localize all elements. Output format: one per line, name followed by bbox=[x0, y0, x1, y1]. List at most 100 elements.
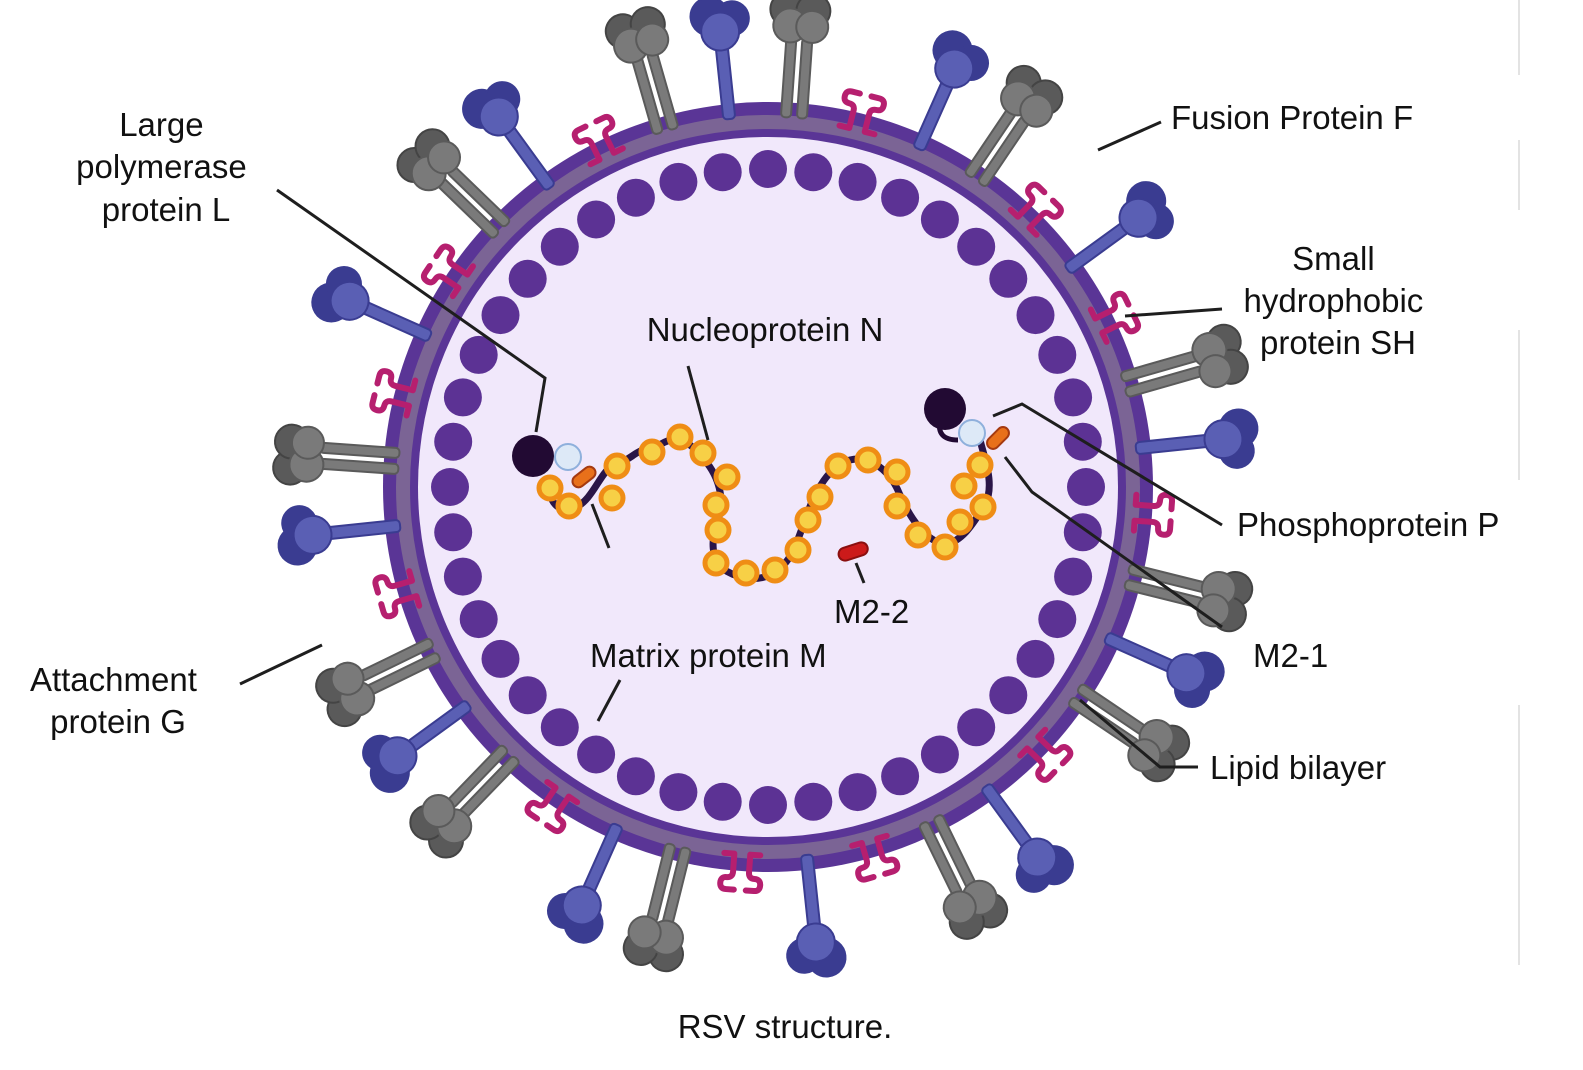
nucleoprotein-N-bead bbox=[806, 483, 834, 511]
fusion-protein-F bbox=[761, 0, 833, 121]
leader-nucleoprotein bbox=[686, 365, 710, 441]
nucleoprotein-N-bead bbox=[761, 556, 789, 584]
matrix-protein-dot bbox=[616, 757, 655, 796]
nucleoprotein-N-bead bbox=[950, 472, 978, 500]
matrix-protein-dot bbox=[794, 153, 833, 192]
label-matrix-protein: Matrix protein M bbox=[590, 637, 827, 674]
nucleoprotein-N-bead bbox=[794, 506, 822, 534]
label-phosphoprotein: Phosphoprotein P bbox=[1237, 506, 1499, 543]
matrix-protein-dot bbox=[838, 773, 877, 812]
nucleoprotein-N-bead bbox=[555, 492, 583, 520]
matrix-protein-dot bbox=[1054, 557, 1093, 596]
leader-fusion-protein bbox=[1097, 120, 1162, 152]
nucleoprotein-N-bead bbox=[666, 423, 694, 451]
leader-phosphoprotein bbox=[992, 402, 1223, 527]
matrix-protein-dot bbox=[989, 259, 1028, 298]
matrix-protein-dot bbox=[616, 178, 655, 217]
label-fusion-protein: Fusion Protein F bbox=[1171, 99, 1413, 136]
matrix-protein-dot bbox=[481, 639, 520, 678]
labels: Large polymerase protein L Nucleoprotein… bbox=[30, 99, 1499, 1045]
label-lipid-bilayer: Lipid bilayer bbox=[1210, 749, 1386, 786]
matrix-protein-dot bbox=[989, 676, 1028, 715]
matrix-protein-dot bbox=[508, 676, 547, 715]
f-glyph bbox=[271, 422, 402, 494]
matrix-protein-dot bbox=[1038, 335, 1077, 374]
label-nucleoprotein: Nucleoprotein N bbox=[647, 311, 884, 348]
nucleoprotein-N-bead bbox=[931, 533, 959, 561]
leader-large-polymerase bbox=[276, 188, 547, 433]
fusion-protein-F bbox=[903, 804, 1014, 946]
nucleoprotein-N-bead bbox=[883, 458, 911, 486]
polymerase-L-right bbox=[924, 388, 966, 430]
leader-small-hydrophobic bbox=[1124, 307, 1223, 318]
phosphoprotein-P-right bbox=[958, 419, 986, 447]
matrix-protein-dot bbox=[957, 227, 996, 266]
nucleoprotein-N-bead bbox=[702, 549, 730, 577]
f-glyph bbox=[309, 622, 451, 733]
nucleoprotein-N-bead bbox=[713, 463, 741, 491]
nucleoprotein-N-bead bbox=[732, 559, 760, 587]
matrix-protein-dot bbox=[703, 153, 742, 192]
fusion-protein-F bbox=[271, 422, 402, 494]
matrix-protein-dot bbox=[1016, 296, 1055, 335]
leader-matrix-protein bbox=[596, 679, 622, 722]
matrix-protein-dot bbox=[881, 757, 920, 796]
matrix-protein-dot bbox=[957, 708, 996, 747]
nucleoprotein-N-bead bbox=[966, 451, 994, 479]
matrix-protein-dot bbox=[1016, 639, 1055, 678]
label-m2-1: M2-1 bbox=[1253, 637, 1328, 674]
label-large-polymerase: Large polymerase protein L bbox=[76, 106, 256, 228]
nucleoprotein-N-bead bbox=[883, 492, 911, 520]
matrix-protein-dot bbox=[659, 773, 698, 812]
label-m2-2: M2-2 bbox=[834, 593, 909, 630]
nucleoprotein-N-bead bbox=[603, 452, 631, 480]
nucleoprotein-beads bbox=[536, 423, 997, 587]
nucleoprotein-N-bead bbox=[904, 521, 932, 549]
nucleoprotein-N-bead bbox=[598, 484, 626, 512]
matrix-protein-dot bbox=[794, 782, 833, 821]
leader-lines bbox=[239, 120, 1223, 769]
nucleoprotein-N-bead bbox=[824, 452, 852, 480]
matrix-protein-dot bbox=[920, 735, 959, 774]
matrix-protein-dot bbox=[540, 227, 579, 266]
matrix-protein-dot bbox=[659, 162, 698, 201]
virion-interior bbox=[418, 137, 1118, 837]
nucleoprotein-N-bead bbox=[536, 474, 564, 502]
label-small-hydrophobic: Small hydrophobic protein SH bbox=[1244, 240, 1433, 361]
matrix-protein-dot bbox=[508, 259, 547, 298]
matrix-protein-dot bbox=[749, 150, 787, 188]
label-attachment-protein: Attachment protein G bbox=[30, 661, 206, 740]
m2-2-protein bbox=[837, 541, 869, 562]
phosphoprotein-P-left bbox=[554, 443, 582, 471]
fusion-protein-F bbox=[309, 622, 451, 733]
nucleoprotein-N-bead bbox=[702, 491, 730, 519]
nucleoprotein-N-bead bbox=[784, 536, 812, 564]
matrix-protein-dot bbox=[749, 786, 787, 824]
figure-caption: RSV structure. bbox=[678, 1008, 893, 1045]
matrix-protein-dot bbox=[459, 600, 498, 639]
m2-1-left bbox=[571, 465, 597, 489]
nucleoprotein-N-bead bbox=[704, 516, 732, 544]
matrix-protein-dot bbox=[443, 378, 482, 417]
matrix-protein-dot bbox=[1038, 600, 1077, 639]
leader-m2-1-left bbox=[590, 503, 611, 549]
nucleoprotein-N-bead bbox=[854, 446, 882, 474]
matrix-protein-dot bbox=[577, 735, 616, 774]
matrix-protein-dot bbox=[703, 782, 742, 821]
matrix-protein-dot bbox=[434, 422, 473, 461]
matrix-protein-dot bbox=[431, 468, 469, 506]
matrix-protein-dot bbox=[577, 200, 616, 239]
leader-lipid-bilayer bbox=[1079, 698, 1198, 769]
matrix-protein-dot bbox=[540, 708, 579, 747]
matrix-protein-dot bbox=[920, 200, 959, 239]
nucleoprotein-N-bead bbox=[946, 508, 974, 536]
matrix-protein-dot bbox=[481, 296, 520, 335]
nucleoprotein-N-bead bbox=[638, 438, 666, 466]
matrix-protein-dot bbox=[838, 162, 877, 201]
nucleoprotein-N-bead bbox=[689, 439, 717, 467]
matrix-protein-dot bbox=[1067, 468, 1105, 506]
leader-attachment-protein bbox=[239, 643, 323, 686]
matrix-protein-dot bbox=[459, 335, 498, 374]
ribonucleoprotein-complex bbox=[512, 388, 1010, 587]
